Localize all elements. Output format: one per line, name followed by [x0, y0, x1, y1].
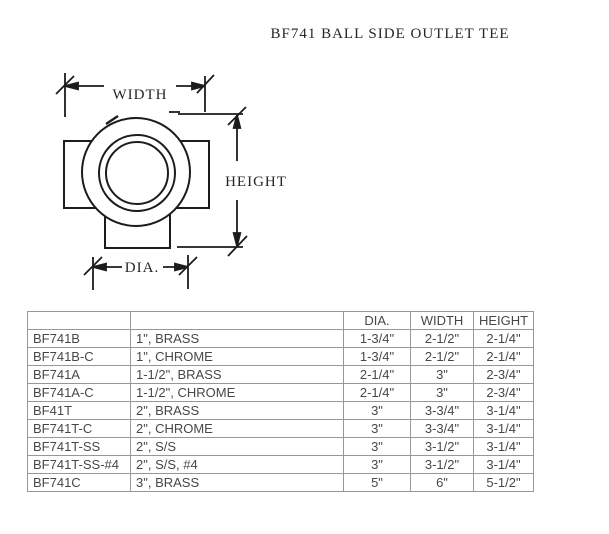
description: 2", BRASS: [130, 401, 344, 420]
height-value: 2-3/4": [473, 383, 534, 402]
width-dimension: [55, 73, 215, 117]
description: 3", BRASS: [130, 473, 344, 492]
bore-outer-circle: [98, 134, 176, 212]
width-arrow-left-icon: [64, 81, 79, 91]
part-number: BF741C: [27, 473, 131, 492]
description: 1-1/2", BRASS: [130, 365, 344, 384]
dia-value: 1-3/4": [343, 329, 411, 348]
description: 2", S/S, #4: [130, 455, 344, 474]
width-value: 2-1/2": [410, 347, 474, 366]
width-value: 3-3/4": [410, 401, 474, 420]
header-dia: DIA.: [343, 311, 411, 330]
dia-tick-right: [178, 256, 198, 276]
header-part-number: [27, 311, 131, 330]
part-number: BF41T: [27, 401, 131, 420]
height-value: 2-3/4": [473, 365, 534, 384]
height-arrow-up-icon: [232, 114, 242, 129]
tee-diagram: WIDTH HEIGHT DIA.: [55, 73, 287, 290]
part-number: BF741B-C: [27, 347, 131, 366]
part-number: BF741T-C: [27, 419, 131, 438]
height-value: 5-1/2": [473, 473, 534, 492]
dia-value: 5": [343, 473, 411, 492]
height-label: HEIGHT: [225, 174, 287, 190]
header-description: [130, 311, 344, 330]
height-value: 2-1/4": [473, 347, 534, 366]
part-number: BF741T-SS-#4: [27, 455, 131, 474]
height-value: 3-1/4": [473, 401, 534, 420]
dia-value: 3": [343, 419, 411, 438]
width-value: 3-1/2": [410, 437, 474, 456]
dia-tick-left: [83, 256, 103, 276]
height-tick-bottom: [227, 235, 248, 257]
height-value: 3-1/4": [473, 419, 534, 438]
description: 1", BRASS: [130, 329, 344, 348]
height-arrow-down-icon: [232, 232, 242, 247]
part-number: BF741A: [27, 365, 131, 384]
height-tick-top: [227, 106, 247, 126]
width-value: 3-3/4": [410, 419, 474, 438]
dia-value: 2-1/4": [343, 383, 411, 402]
description: 2", S/S: [130, 437, 344, 456]
sketch-tick: [105, 115, 119, 125]
width-tick-left: [55, 75, 75, 95]
width-value: 3": [410, 365, 474, 384]
height-value: 3-1/4": [473, 437, 534, 456]
width-value: 6": [410, 473, 474, 492]
dia-arrow-left-icon: [92, 262, 107, 272]
header-height: HEIGHT: [473, 311, 534, 330]
width-label: WIDTH: [113, 87, 168, 103]
width-tick-right: [196, 74, 215, 94]
part-number: BF741B: [27, 329, 131, 348]
dia-label: DIA.: [125, 260, 159, 276]
description: 2", CHROME: [130, 419, 344, 438]
width-value: 3-1/2": [410, 455, 474, 474]
tee-body: [63, 115, 210, 249]
bore-inner-circle: [105, 141, 169, 205]
description: 1-1/2", CHROME: [130, 383, 344, 402]
dia-value: 2-1/4": [343, 365, 411, 384]
page-title: BF741 BALL SIDE OUTLET TEE: [270, 26, 510, 42]
header-width: WIDTH: [410, 311, 474, 330]
dia-value: 3": [343, 437, 411, 456]
dia-arrow-right-icon: [174, 262, 189, 272]
dia-value: 1-3/4": [343, 347, 411, 366]
dia-dimension: [83, 255, 198, 290]
description: 1", CHROME: [130, 347, 344, 366]
width-value: 3": [410, 383, 474, 402]
part-number: BF741A-C: [27, 383, 131, 402]
height-dimension: [169, 106, 248, 257]
width-value: 2-1/2": [410, 329, 474, 348]
dia-value: 3": [343, 455, 411, 474]
dia-value: 3": [343, 401, 411, 420]
height-value: 2-1/4": [473, 329, 534, 348]
part-number: BF741T-SS: [27, 437, 131, 456]
width-arrow-right-icon: [191, 81, 206, 91]
height-value: 3-1/4": [473, 455, 534, 474]
table-header-row: DIA. WIDTH HEIGHT: [27, 311, 534, 330]
